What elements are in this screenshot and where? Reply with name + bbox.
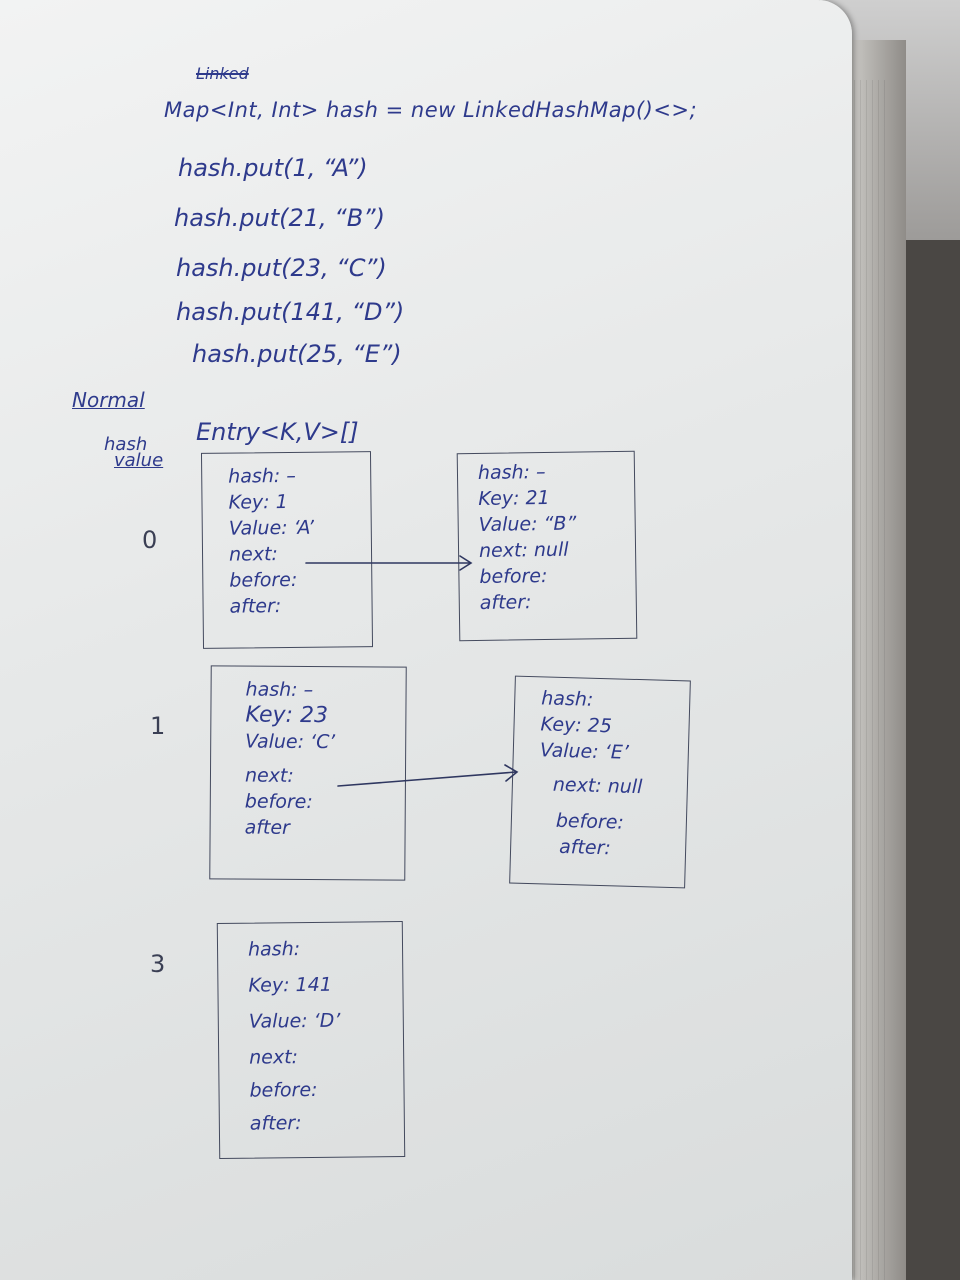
put-line-5: hash.put(25, “E”) xyxy=(192,340,402,368)
bucket-index-1: 1 xyxy=(150,712,166,740)
normal-label: Normal xyxy=(72,388,145,412)
hash-value-label-line2: value xyxy=(114,450,164,471)
next-pointer-arrows xyxy=(305,555,519,787)
put-line-2: hash.put(21, “B”) xyxy=(174,204,385,232)
bucket-index-3: 3 xyxy=(150,950,166,978)
crossed-out-title: Linked xyxy=(196,64,249,83)
put-line-3: hash.put(23, “C”) xyxy=(176,254,387,282)
put-line-1: hash.put(1, “A”) xyxy=(178,154,368,182)
notebook-page: Linked Map<Int, Int> hash = new LinkedHa… xyxy=(0,0,852,1280)
hash-value-label-line1: hash xyxy=(104,434,148,455)
arrowhead-23-to-25 xyxy=(504,764,519,782)
entry-array-label: Entry<K,V>[] xyxy=(196,418,359,446)
map-declaration: Map<Int, Int> hash = new LinkedHashMap()… xyxy=(164,98,698,122)
bucket-index-0: 0 xyxy=(142,526,158,554)
put-line-4: hash.put(141, “D”) xyxy=(176,298,405,326)
arrow-23-to-25 xyxy=(337,771,517,787)
arrowhead-1-to-21 xyxy=(459,555,473,571)
